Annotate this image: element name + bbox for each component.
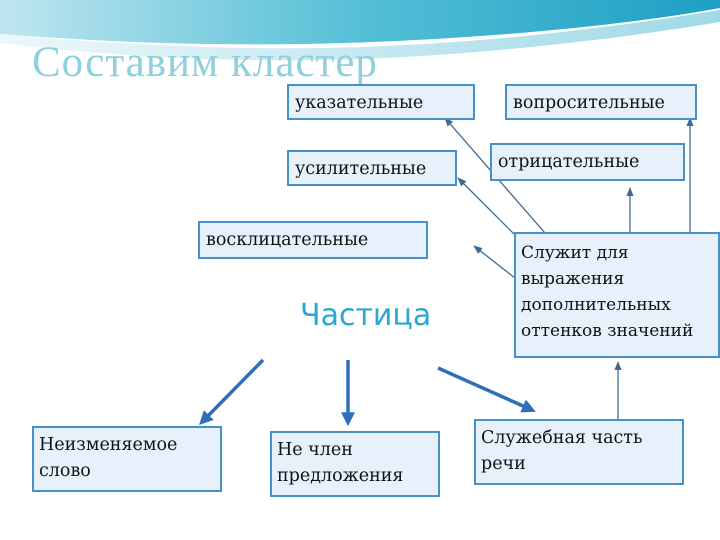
box-otritsatelnye-label: отрицательные xyxy=(498,152,640,172)
box-voprositelnye-label: вопросительные xyxy=(513,93,665,113)
connector-to-vosklitsatelnye xyxy=(473,245,516,279)
box-neizmenyaemoe: Неизменяемое слово xyxy=(32,426,222,492)
neizmenyaemoe-line-1: Неизменяемое xyxy=(39,435,178,455)
ne-chlen-line-2: предложения xyxy=(277,466,404,486)
function-line-1: Служит для xyxy=(521,243,629,263)
box-usilitelnye-label: усилительные xyxy=(295,159,427,179)
sluzhebnaya-line-1: Служебная часть xyxy=(481,428,643,448)
box-ne-chlen: Не член предложения xyxy=(270,431,440,497)
box-voprositelnye: вопросительные xyxy=(505,84,697,120)
function-line-4: оттенков значений xyxy=(521,321,694,341)
box-sluzhebnaya: Служебная часть речи xyxy=(474,419,684,485)
box-function: Служит для выражения дополнительных отте… xyxy=(514,232,720,358)
sluzhebnaya-line-2: речи xyxy=(481,454,526,474)
box-usilitelnye: усилительные xyxy=(287,150,457,186)
box-ukazatelnye: указательные xyxy=(287,84,475,120)
neizmenyaemoe-line-2: слово xyxy=(39,461,91,481)
box-vosklitsatelnye-label: восклицательные xyxy=(206,230,369,250)
arrow-to-neizmenyaemoe xyxy=(199,358,265,425)
center-term: Частица xyxy=(300,298,432,333)
slide-title: Составим кластер xyxy=(32,39,378,86)
arrow-to-sluzhebnaya xyxy=(437,366,536,413)
box-ukazatelnye-label: указательные xyxy=(295,93,424,113)
connector-to-usilitelnye xyxy=(457,177,521,241)
ne-chlen-line-1: Не член xyxy=(277,440,353,460)
box-otritsatelnye: отрицательные xyxy=(490,143,685,181)
function-line-3: дополнительных xyxy=(521,295,671,315)
function-line-2: выражения xyxy=(521,269,625,289)
header-wave-banner xyxy=(0,0,720,70)
box-vosklitsatelnye: восклицательные xyxy=(198,221,428,259)
